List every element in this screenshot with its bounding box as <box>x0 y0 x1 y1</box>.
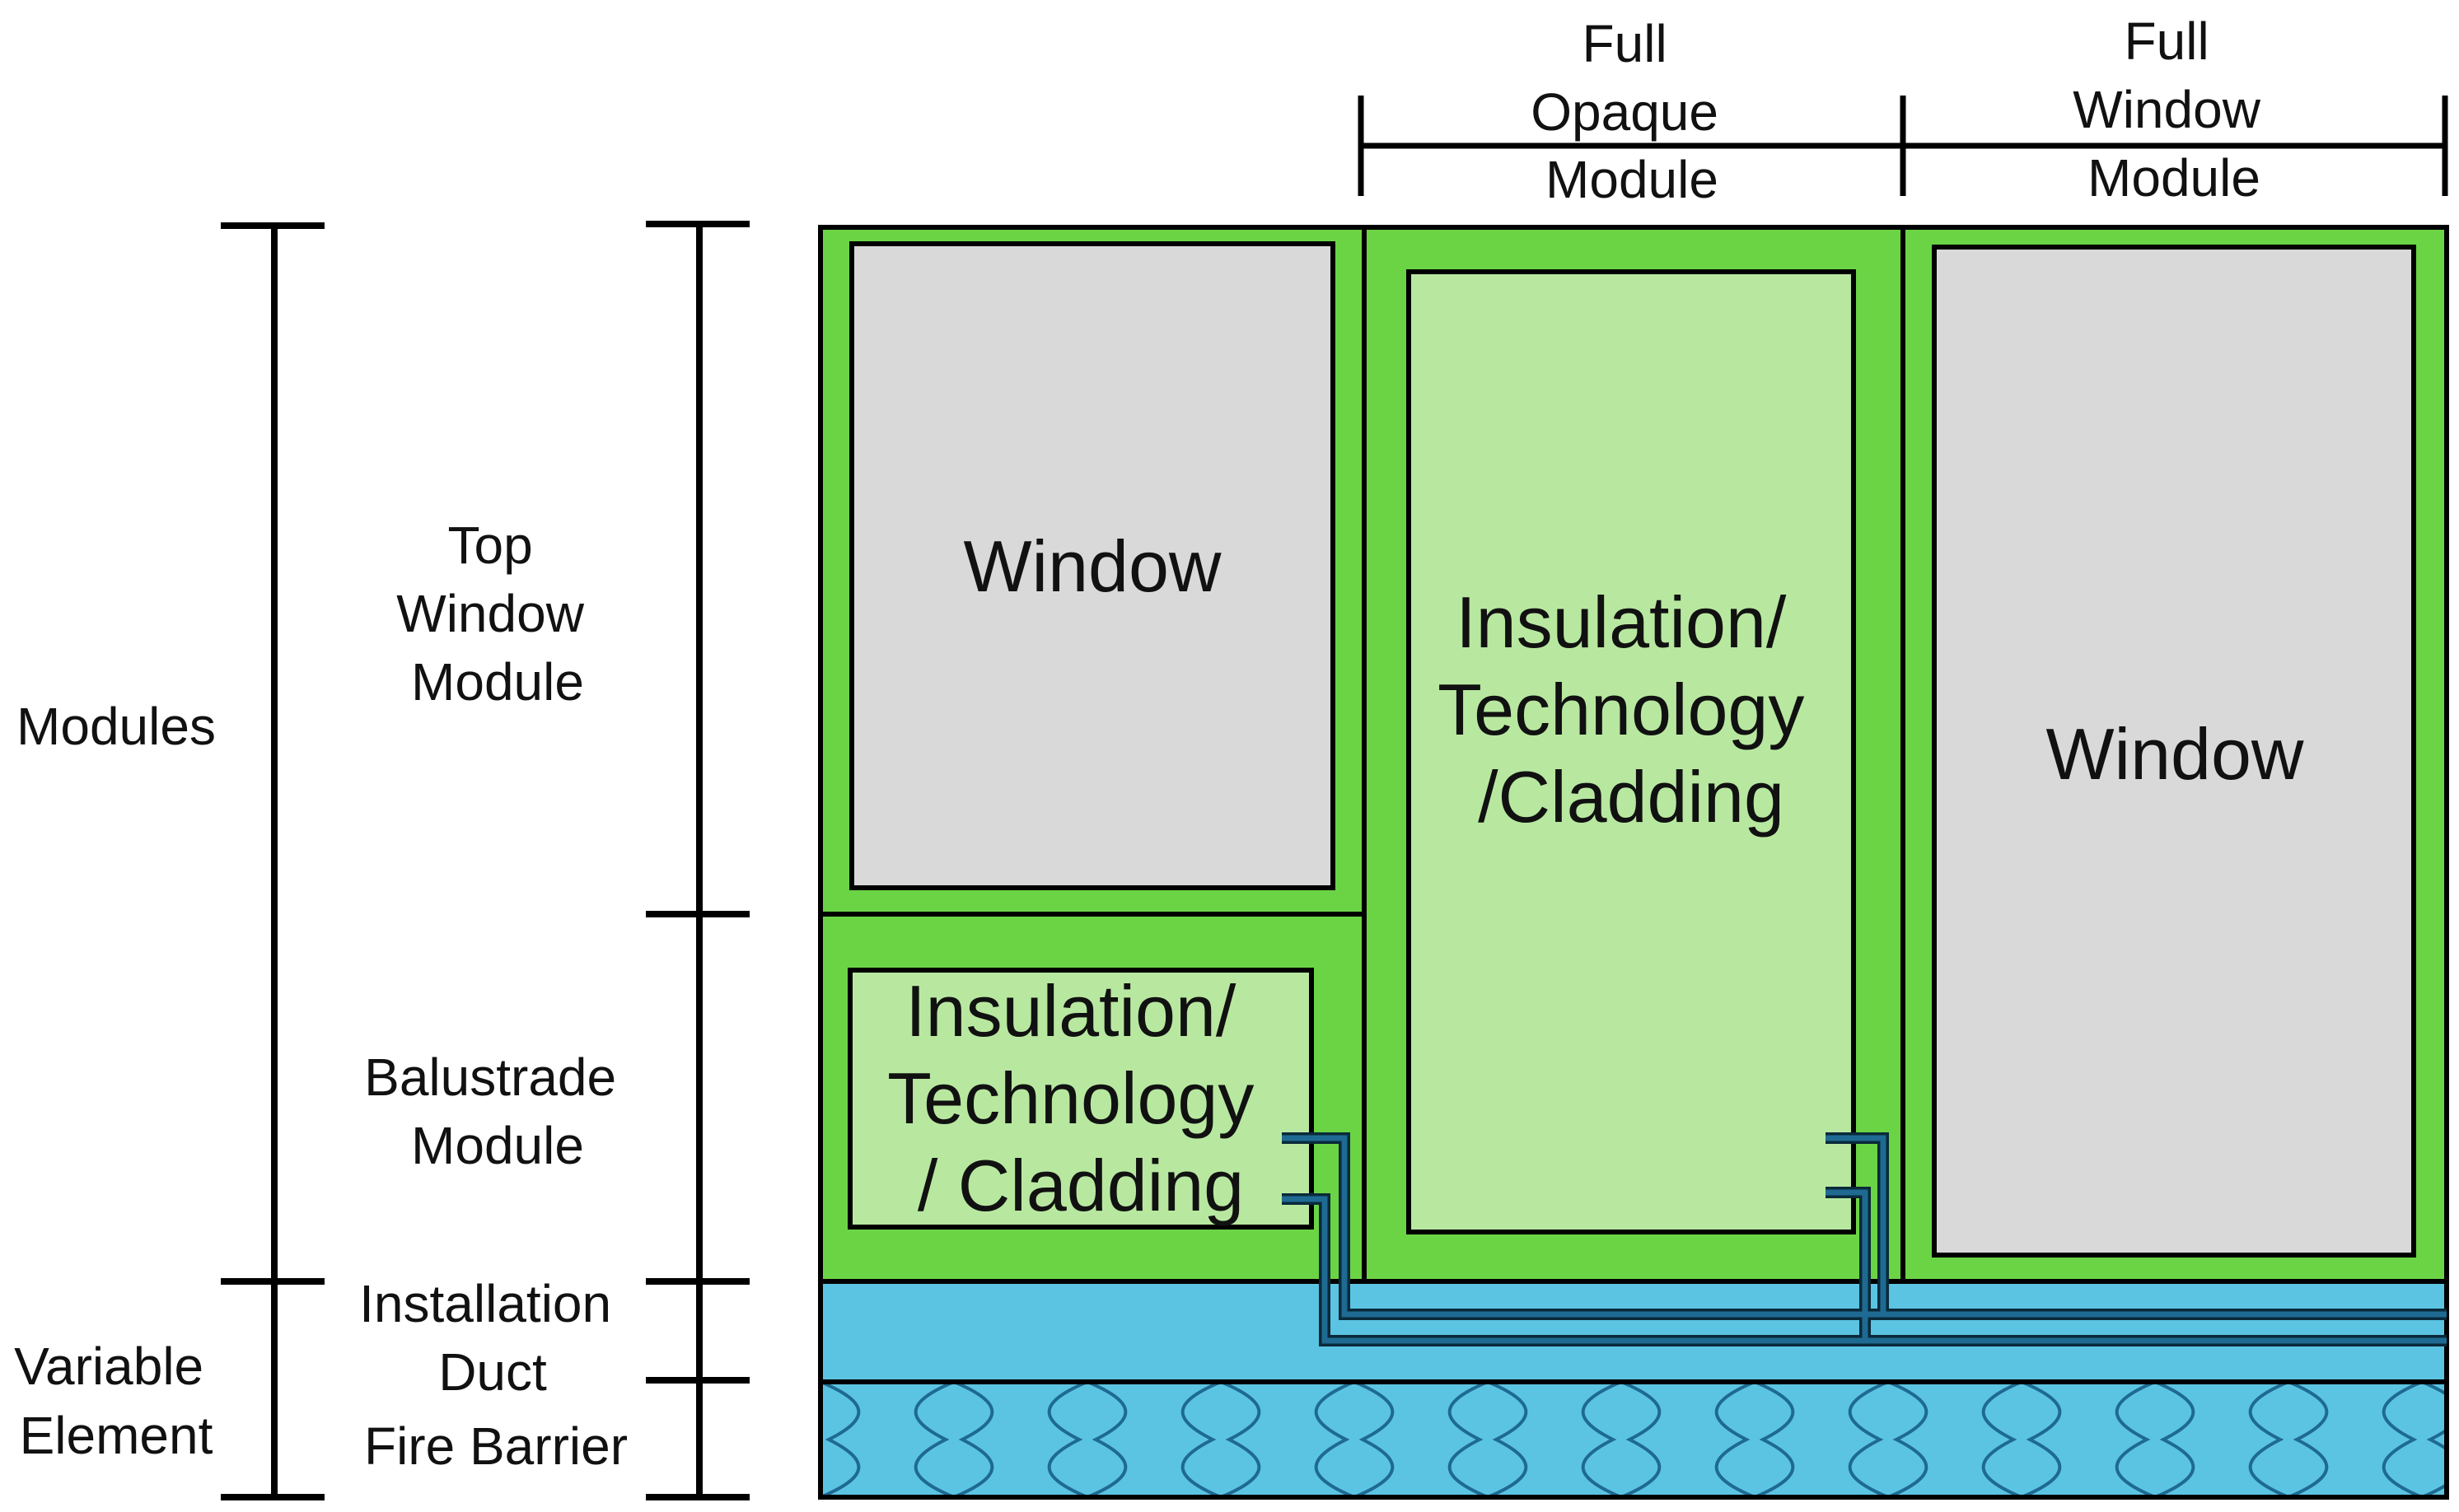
top-window-module-label: Top Window Module <box>396 516 598 712</box>
top-window-text: Window <box>964 525 1222 607</box>
balustrade-module: Insulation/ Technology / Cladding <box>818 912 1367 1284</box>
installation-duct-label: Installation Duct <box>359 1274 626 1402</box>
balustrade-insulation-text: Insulation/ Technology / Cladding <box>887 970 1274 1226</box>
full-window-text: Window <box>2046 713 2304 795</box>
opaque-insulation-panel <box>1406 269 1856 1234</box>
full-opaque-module-label: Full Opaque Module <box>1531 14 1733 209</box>
outer-left-bracket <box>221 222 325 1500</box>
top-window-panel <box>849 241 1335 890</box>
modules-label: Modules <box>16 697 216 756</box>
fire-barrier <box>818 1379 2449 1500</box>
fire-barrier-label: Fire Barrier <box>364 1416 628 1476</box>
opaque-insulation-text: Insulation/ Technology /Cladding <box>1438 581 1825 838</box>
variable-element-label: Variable Element <box>14 1337 218 1465</box>
full-window-module-bracket <box>1900 96 2448 196</box>
inner-left-bracket <box>646 221 750 1500</box>
top-window-module: Window <box>818 225 1367 917</box>
balustrade-insulation-panel <box>848 968 1314 1230</box>
full-opaque-module: Insulation/ Technology /Cladding <box>1362 225 1905 1284</box>
balustrade-module-label: Balustrade Module <box>364 1048 631 1175</box>
installation-duct <box>818 1279 2449 1384</box>
full-window-module-label: Full Window Module <box>2073 12 2274 208</box>
full-window-module: Window <box>1900 225 2449 1284</box>
full-window-panel <box>1932 245 2416 1258</box>
service-pipes <box>1282 1132 2447 1346</box>
